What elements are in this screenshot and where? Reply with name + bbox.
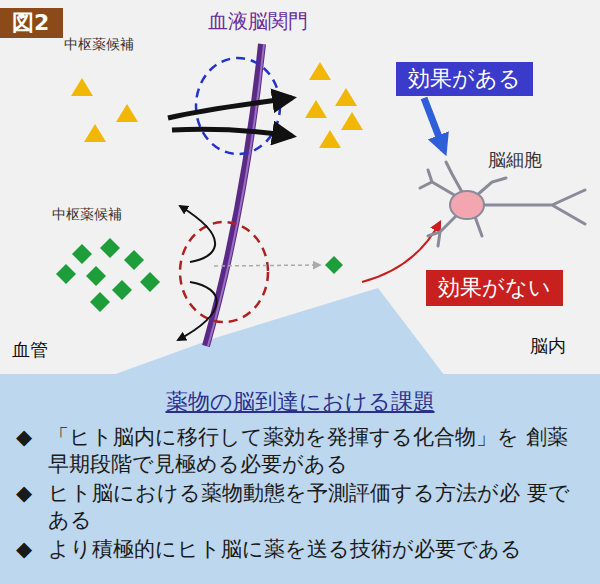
bullet-mark: ◆ bbox=[16, 424, 32, 451]
node-heading: 効果がある bbox=[408, 65, 521, 93]
node-heading: 効果がない bbox=[438, 274, 551, 302]
pass-arrow bbox=[172, 129, 292, 136]
effect-box: 効果がある bbox=[396, 62, 533, 96]
neuron-body bbox=[450, 191, 484, 219]
bullet-mark: ◆ bbox=[16, 480, 32, 507]
leak-arrow bbox=[214, 265, 320, 266]
block-circle bbox=[180, 222, 268, 322]
drug-diamonds bbox=[56, 238, 343, 312]
vessel-label: 血管 bbox=[12, 338, 48, 362]
node-body: より積極的にヒト脳に薬を送る技術が必要である bbox=[48, 536, 576, 563]
barrier-membrane bbox=[206, 44, 262, 346]
callout-pointer bbox=[110, 288, 445, 376]
candidate-label: 中枢薬候補 bbox=[52, 206, 122, 224]
flow-arrow bbox=[424, 98, 444, 150]
brain-cell: 脳細胞 bbox=[428, 148, 593, 248]
candidate-label: 中枢薬候補 bbox=[64, 36, 134, 54]
neuron bbox=[420, 162, 585, 246]
node-heading: 脳細胞 bbox=[488, 148, 542, 172]
no-effect-box: 効果がない bbox=[426, 270, 563, 306]
figure-number: 図2 bbox=[0, 8, 63, 38]
node-heading: 薬物の脳到達における課題 bbox=[0, 388, 600, 416]
brain-label: 脳内 bbox=[530, 334, 566, 358]
barrier-title: 血液脳関門 bbox=[208, 8, 308, 34]
bounce-arrow bbox=[180, 206, 215, 262]
pass-arrow bbox=[168, 98, 292, 118]
node-body: 「ヒト脳内に移行して薬効を発揮する化合物」を 創薬早期段階で見極める必要がある bbox=[48, 424, 576, 478]
drug-triangles bbox=[71, 62, 363, 148]
node-body: ヒト脳における薬物動態を予測評価する方法が必 要である bbox=[48, 480, 576, 534]
challenge-callout: 薬物の脳到達における課題「ヒト脳内に移行して薬効を発揮する化合物」を 創薬早期段… bbox=[0, 374, 600, 584]
bounce-arrow bbox=[178, 282, 217, 340]
bullet-mark: ◆ bbox=[16, 536, 32, 563]
